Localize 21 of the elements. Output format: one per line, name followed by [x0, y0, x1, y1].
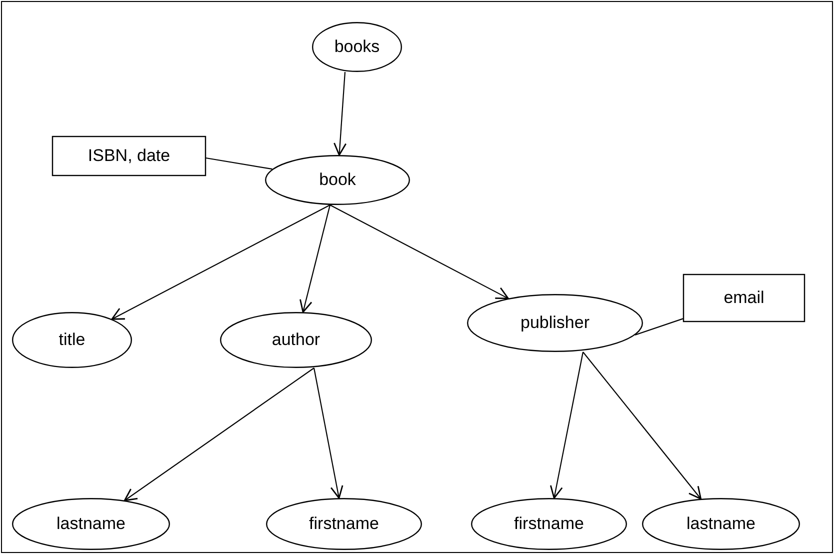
- node-label: lastname: [686, 514, 756, 534]
- arrow: [334, 72, 347, 156]
- arrow: [582, 352, 702, 500]
- connector-line: [634, 318, 684, 336]
- arrow: [330, 204, 509, 300]
- arrow: [300, 204, 331, 313]
- node-label: book: [319, 170, 356, 190]
- connector-line: [206, 157, 272, 170]
- arrow: [111, 204, 330, 320]
- node-label: firstname: [514, 514, 584, 534]
- node-label: books: [334, 37, 380, 57]
- node-label: publisher: [520, 313, 590, 333]
- arrow: [550, 352, 584, 499]
- node-label: title: [58, 330, 86, 350]
- node-label: email: [724, 288, 764, 308]
- node-label: firstname: [309, 514, 379, 534]
- arrow: [313, 368, 344, 499]
- node-label: lastname: [56, 514, 126, 534]
- arrow: [124, 368, 314, 502]
- node-label: ISBN, date: [88, 146, 170, 166]
- node-label: author: [272, 330, 320, 350]
